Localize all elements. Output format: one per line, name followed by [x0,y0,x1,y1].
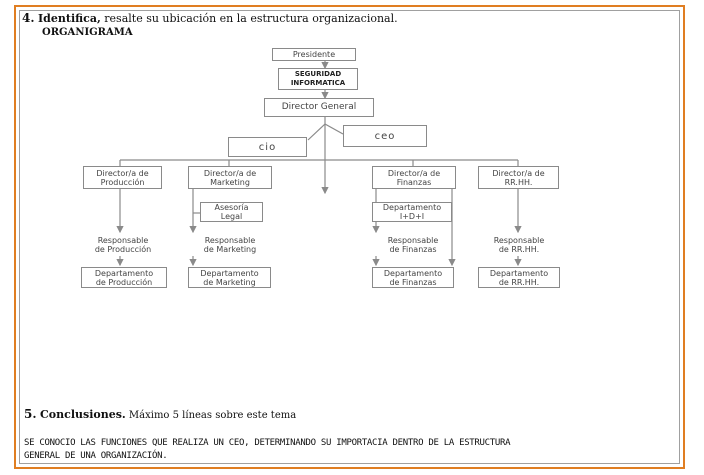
resp-rrhh-line2: de RR.HH. [498,245,540,254]
question-5-number: 5. [24,407,37,421]
dep-finanzas-line1: Departamento [383,268,443,278]
conclusion-line2: GENERAL DE UNA ORGANIZACIÓN. [24,451,168,461]
dep-rrhh: Departamento de RR.HH. [478,267,560,288]
box-dir-produccion: Director/a de Producción [83,166,162,189]
resp-produccion-line1: Responsable [97,236,149,245]
resp-finanzas: Responsable de Finanzas [372,234,454,256]
box-dir-marketing: Director/a de Marketing [188,166,272,189]
question-4-text: resalte su ubicación en la estructura or… [100,12,398,25]
box-seguridad-informatica: SEGURIDAD INFORMATICA [278,68,358,90]
idi-line1: Departamento [382,203,442,212]
question-5-bold: Conclusiones. [40,408,126,421]
seguridad-line2: INFORMATICA [290,79,346,87]
asesoria-line2: Legal [220,212,243,221]
box-dir-rrhh: Director/a de RR.HH. [478,166,559,189]
resp-marketing-line1: Responsable [204,236,256,245]
dep-finanzas: Departamento de Finanzas [372,267,454,288]
conclusion-text: SE CONOCIO LAS FUNCIONES QUE REALIZA UN … [24,437,664,463]
box-presidente: Presidente [272,48,356,61]
seguridad-line1: SEGURIDAD [294,70,342,78]
dep-produccion-line1: Departamento [94,268,154,278]
resp-finanzas-line2: de Finanzas [389,245,437,254]
dir-rrhh-line2: RR.HH. [504,177,533,187]
box-director-general: Director General [264,98,374,117]
resp-marketing-line2: de Marketing [203,245,257,254]
question-4-number: 4. [22,11,35,25]
dir-finanzas-line2: Finanzas [396,177,432,187]
dir-produccion-line1: Director/a de [96,168,149,178]
resp-rrhh: Responsable de RR.HH. [478,234,560,256]
resp-produccion-line2: de Producción [94,245,152,254]
resp-produccion: Responsable de Producción [80,234,166,256]
box-asesoria-legal: Asesoría Legal [200,202,263,222]
question-4-bold: Identifica, [38,12,101,25]
box-dir-finanzas: Director/a de Finanzas [372,166,456,189]
dep-rrhh-line1: Departamento [489,268,549,278]
dir-produccion-line2: Producción [100,177,145,187]
box-departamento-idi: Departamento I+D+I [372,202,452,222]
question-5-heading: 5. Conclusiones. Máximo 5 líneas sobre e… [24,407,296,421]
dep-rrhh-line2: de RR.HH. [498,277,540,287]
inner-border [19,10,680,464]
dir-marketing-line2: Marketing [210,177,250,187]
resp-rrhh-line1: Responsable [493,236,545,245]
dep-produccion: Departamento de Producción [81,267,167,288]
organigrama-title: ORGANIGRAMA [42,27,133,38]
dir-rrhh-line1: Director/a de [492,168,545,178]
conclusion-line1: SE CONOCIO LAS FUNCIONES QUE REALIZA UN … [24,438,511,448]
idi-line2: I+D+I [399,212,425,221]
question-5-text: Máximo 5 líneas sobre este tema [125,410,297,421]
asesoria-line1: Asesoría [214,203,249,212]
dep-marketing-line1: Departamento [200,268,259,278]
dep-produccion-line2: de Producción [95,277,153,287]
dep-marketing-line2: de Marketing [203,277,256,287]
dir-finanzas-line1: Director/a de [387,168,441,178]
resp-finanzas-line1: Responsable [387,236,439,245]
resp-marketing: Responsable de Marketing [188,234,272,256]
dep-finanzas-line2: de Finanzas [389,277,437,287]
box-cio: cio [228,137,307,157]
dep-marketing: Departamento de Marketing [188,267,271,288]
dir-marketing-line1: Director/a de [203,168,257,178]
question-4-heading: 4. Identifica, resalte su ubicación en l… [22,11,398,26]
box-ceo: ceo [343,125,427,147]
